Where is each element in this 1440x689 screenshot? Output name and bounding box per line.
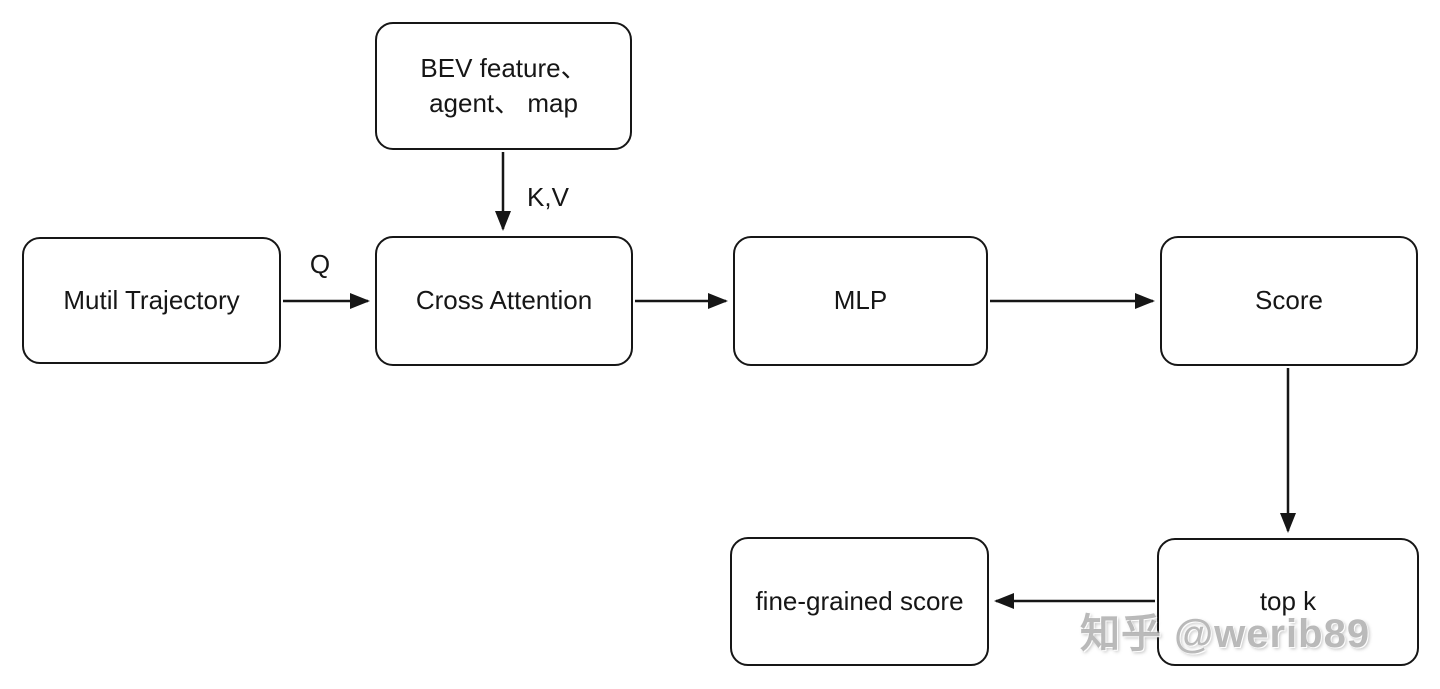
node-mutil-trajectory: Mutil Trajectory <box>22 237 281 364</box>
node-mlp-label: MLP <box>833 285 888 316</box>
node-bev-feature-label-line1: BEV feature、 <box>420 52 587 83</box>
node-fine-grained-score-label: fine-grained score <box>755 585 964 616</box>
edge-label-kv: K,V <box>527 182 569 212</box>
node-top-k-label: top k <box>1259 586 1317 617</box>
node-score: Score <box>1160 236 1418 366</box>
node-cross-attention-label: Cross Attention <box>415 285 593 316</box>
node-cross-attention: Cross Attention <box>375 236 633 366</box>
node-mutil-trajectory-label: Mutil Trajectory <box>63 284 240 315</box>
node-bev-feature: BEV feature、 agent、 map <box>375 22 632 150</box>
node-fine-grained-score: fine-grained score <box>730 537 989 666</box>
node-bev-feature-label-line2: agent、 map <box>429 88 578 118</box>
zhihu-watermark: 知乎 @werib89 <box>1080 612 1371 656</box>
node-top-k: top k <box>1157 538 1419 666</box>
node-score-label: Score <box>1255 285 1323 316</box>
edge-label-q: Q <box>309 249 331 279</box>
node-mlp: MLP <box>733 236 988 366</box>
